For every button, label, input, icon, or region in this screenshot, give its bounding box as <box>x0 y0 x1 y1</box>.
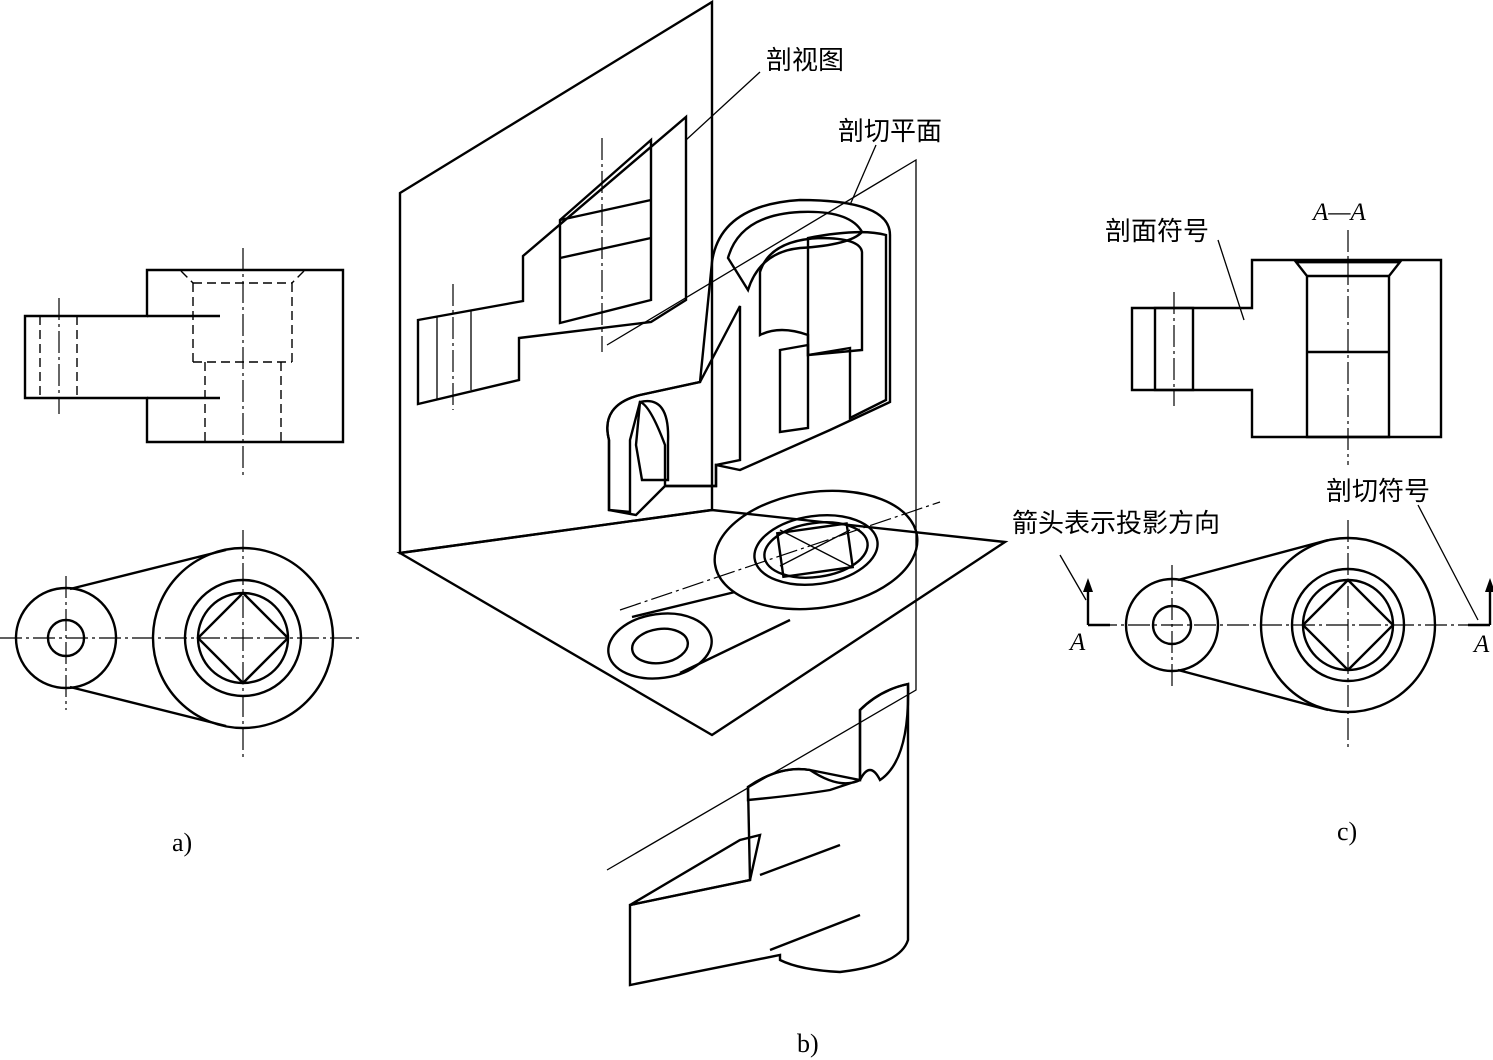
label-section-symbol: 剖面符号 <box>1105 217 1209 247</box>
figure-b: 剖视图 剖切平面 b) <box>396 0 1009 1058</box>
label-arrow-direction: 箭头表示投影方向 <box>1012 509 1220 539</box>
projected-section-view <box>416 114 688 410</box>
marker-a-left: A <box>1068 629 1086 656</box>
label-section-view: 剖视图 <box>766 46 844 76</box>
caption-a: a) <box>172 828 192 857</box>
label-section-name: A—A <box>1311 199 1367 226</box>
sectioned-part-3d <box>606 198 892 517</box>
leader-section-view <box>685 71 761 141</box>
removed-half <box>628 682 910 987</box>
leader-arrow-direction <box>1059 554 1087 601</box>
leader-section-symbol <box>1217 239 1245 321</box>
floor-projection <box>607 489 941 680</box>
top-view-c <box>1083 520 1493 750</box>
caption-c: c) <box>1337 817 1357 846</box>
caption-b: b) <box>797 1029 819 1058</box>
label-cutting-symbol: 剖切符号 <box>1326 477 1430 507</box>
leader-cutting-symbol <box>1417 504 1479 621</box>
label-cutting-plane: 剖切平面 <box>838 117 942 147</box>
figure-c: A—A 剖面符号 箭头表示投影方向 剖切符号 A A c) <box>1012 199 1493 846</box>
front-view-a <box>23 248 345 476</box>
marker-a-right: A <box>1472 631 1490 658</box>
section-view-c <box>1130 230 1443 465</box>
top-view-a <box>0 530 360 758</box>
figure-a: a) <box>0 248 360 857</box>
leader-cutting-plane <box>849 144 877 206</box>
